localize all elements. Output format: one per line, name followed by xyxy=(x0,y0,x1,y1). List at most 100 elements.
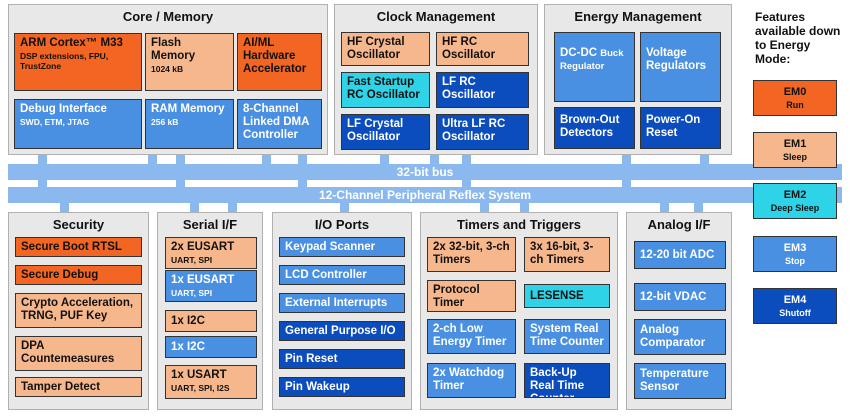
legend-em3: EM3 Stop xyxy=(753,236,837,272)
tamper-detect-block: Tamper Detect xyxy=(15,377,142,397)
analog-if-title: Analog I/F xyxy=(647,217,711,232)
peripheral-bus-connector xyxy=(520,202,529,214)
aiml-accelerator-label: AI/ML Hardware Accelerator xyxy=(243,37,307,75)
crypto-acceleration-block: Crypto Acceleration, TRNG, PUF Key xyxy=(15,293,142,328)
legend-em4-sub: Shutoff xyxy=(779,308,811,318)
peripheral-reflex-system-bus: 12-Channel Peripheral Reflex System xyxy=(8,187,842,203)
secure-debug-label: Secure Debug xyxy=(21,269,99,281)
clock-management-title: Clock Management xyxy=(376,9,496,24)
timer-32bit-label: 2x 32-bit, 3-ch Timers xyxy=(433,241,510,266)
legend-em0-sub: Run xyxy=(786,100,804,110)
legend-em1: EM1 Sleep xyxy=(753,132,837,168)
lesense-block: LESENSE xyxy=(524,284,610,308)
dma-controller-block: 8-Channel Linked DMA Controller xyxy=(237,99,322,149)
eusart-1x-label: 1x EUSART xyxy=(171,274,235,286)
lf-rc-oscillator-block: LF RC Oscillator xyxy=(436,72,529,108)
flash-memory-sub: 1024 kB xyxy=(151,64,184,74)
ultra-lf-rc-oscillator-label: Ultra LF RC Oscillator xyxy=(442,118,506,143)
flash-memory-label: Flash Memory xyxy=(151,37,196,62)
legend-em2: EM2 Deep Sleep xyxy=(753,183,837,219)
serial-if-title: Serial I/F xyxy=(182,217,238,232)
vdac-block: 12-bit VDAC xyxy=(634,283,726,311)
general-purpose-io-block: General Purpose I/O xyxy=(279,321,405,341)
ram-memory-block: RAM Memory 256 kB xyxy=(145,99,234,149)
clock-management-group: Clock Management HF Crystal Oscillator H… xyxy=(334,4,538,155)
analog-comparator-label: Analog Comparator xyxy=(640,324,706,349)
analog-if-group: Analog I/F 12-20 bit ADC 12-bit VDAC Ana… xyxy=(626,212,732,410)
aiml-accelerator-block: AI/ML Hardware Accelerator xyxy=(237,33,322,91)
security-group: Security Secure Boot RTSL Secure Debug C… xyxy=(8,212,149,410)
clock-bus-connector xyxy=(462,155,471,165)
legend-title: Features available down to Energy Mode: xyxy=(755,10,841,66)
adc-block: 12-20 bit ADC xyxy=(634,241,726,269)
timer-16bit-block: 3x 16-bit, 3-ch Timers xyxy=(524,237,610,272)
dma-controller-label: 8-Channel Linked DMA Controller xyxy=(243,103,310,141)
arm-cortex-label: ARM Cortex™ M33 xyxy=(20,37,123,49)
legend-em1-label: EM1 xyxy=(783,138,807,150)
peripheral-bus-connector xyxy=(340,202,349,214)
lf-crystal-oscillator-label: LF Crystal Oscillator xyxy=(347,118,404,143)
timers-triggers-group: Timers and Triggers 2x 32-bit, 3-ch Time… xyxy=(420,212,618,410)
legend-em2-sub: Deep Sleep xyxy=(770,203,820,213)
hf-crystal-oscillator-label: HF Crystal Oscillator xyxy=(347,36,405,61)
core-memory-title: Core / Memory xyxy=(122,9,214,24)
timers-triggers-title: Timers and Triggers xyxy=(456,217,582,232)
temperature-sensor-block: Temperature Sensor xyxy=(634,363,726,399)
dc-dc-sub: Buck Regulator xyxy=(560,48,624,72)
voltage-regulators-label: Voltage Regulators xyxy=(646,47,707,72)
clock-bus-connector xyxy=(380,155,389,165)
security-title: Security xyxy=(52,217,105,232)
legend-em4-label: EM4 xyxy=(783,294,807,306)
eusart-2x-label: 2x EUSART xyxy=(171,241,235,253)
energy-management-group: Energy Management DC-DC Buck Regulator V… xyxy=(544,4,732,155)
lf-rc-oscillator-label: LF RC Oscillator xyxy=(442,76,496,101)
flash-memory-block: Flash Memory 1024 kB xyxy=(145,33,234,91)
keypad-scanner-block: Keypad Scanner xyxy=(279,237,405,257)
bus-link-connector xyxy=(38,180,47,188)
debug-interface-block: Debug Interface SWD, ETM, JTAG xyxy=(14,99,142,149)
legend-em3-sub: Stop xyxy=(785,256,805,266)
core-bus-connector xyxy=(298,155,307,165)
hf-rc-oscillator-label: HF RC Oscillator xyxy=(442,36,496,61)
eusart-2x-sub: UART, SPI xyxy=(171,255,213,265)
legend-em4: EM4 Shutoff xyxy=(753,288,837,324)
voltage-regulators-block: Voltage Regulators xyxy=(640,32,721,102)
legend-em2-label: EM2 xyxy=(783,189,807,201)
energy-bus-connector xyxy=(700,155,709,165)
bus-link-connector xyxy=(298,180,307,188)
secure-boot-label: Secure Boot RTSL xyxy=(21,241,122,253)
eusart-2x-block: 2x EUSART UART, SPI xyxy=(165,237,257,269)
brown-out-detectors-label: Brown-Out Detectors xyxy=(560,114,620,139)
hf-crystal-oscillator-block: HF Crystal Oscillator xyxy=(341,32,430,66)
crypto-acceleration-label: Crypto Acceleration, TRNG, PUF Key xyxy=(21,297,134,322)
ram-memory-label: RAM Memory xyxy=(151,103,225,115)
pin-reset-label: Pin Reset xyxy=(285,353,338,365)
pin-reset-block: Pin Reset xyxy=(279,349,405,369)
peripheral-bus-connector xyxy=(60,202,69,214)
legend-em0: EM0 Run xyxy=(753,80,837,116)
power-on-reset-block: Power-On Reset xyxy=(640,107,721,149)
dpa-countermeasures-block: DPA Countemeasures xyxy=(15,336,142,371)
keypad-scanner-label: Keypad Scanner xyxy=(285,241,376,253)
fast-startup-rc-oscillator-label: Fast Startup RC Oscillator xyxy=(347,76,420,101)
bus-link-connector xyxy=(462,180,471,188)
usart-block: 1x USART UART, SPI, I2S xyxy=(165,365,257,399)
backup-rtc-label: Back-Up Real Time Counter xyxy=(530,367,585,397)
secure-debug-block: Secure Debug xyxy=(15,265,142,285)
debug-interface-sub: SWD, ETM, JTAG xyxy=(20,117,90,127)
core-bus-connector xyxy=(38,155,47,165)
tamper-detect-label: Tamper Detect xyxy=(21,381,101,393)
i2c-b-block: 1x I2C xyxy=(165,336,257,358)
lesense-label: LESENSE xyxy=(530,290,584,302)
protocol-timer-block: Protocol Timer xyxy=(427,280,516,312)
peripheral-bus-connector xyxy=(694,202,703,214)
analog-comparator-block: Analog Comparator xyxy=(634,319,726,355)
bus-link-connector xyxy=(622,180,631,188)
peripheral-bus-connector xyxy=(228,202,237,214)
debug-interface-label: Debug Interface xyxy=(20,103,107,115)
hf-rc-oscillator-block: HF RC Oscillator xyxy=(436,32,529,66)
dc-dc-regulator-block: DC-DC Buck Regulator xyxy=(554,32,635,102)
io-ports-title: I/O Ports xyxy=(314,217,370,232)
timer-16bit-label: 3x 16-bit, 3-ch Timers xyxy=(530,241,594,266)
protocol-timer-label: Protocol Timer xyxy=(433,284,480,309)
